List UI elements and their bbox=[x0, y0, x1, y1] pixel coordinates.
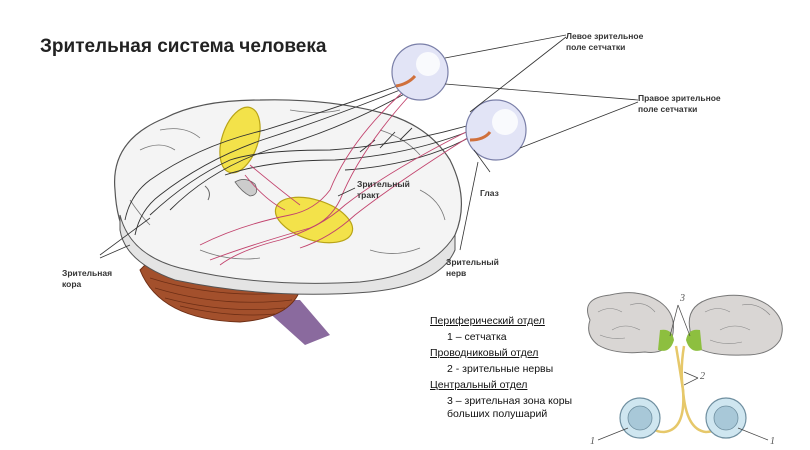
brain-slab bbox=[119, 214, 456, 295]
schematic-number-2: 2 bbox=[700, 371, 705, 382]
nerve-label-line2: нерв bbox=[446, 267, 467, 278]
right-field-label-line1: Правое зрительное bbox=[638, 93, 721, 103]
schematic-number-1-left: 1 bbox=[590, 436, 595, 447]
tract-label-line2: тракт bbox=[357, 189, 380, 200]
nerve-label-line1: Зрительный bbox=[446, 257, 499, 267]
legend-central-heading: Центральный отдел bbox=[430, 379, 528, 391]
cortex-label: Зрительная кора bbox=[62, 268, 112, 289]
ventricle bbox=[234, 179, 258, 197]
tract-label: Зрительный тракт bbox=[357, 179, 410, 200]
right-field-label: Правое зрительное поле сетчатки bbox=[638, 93, 721, 114]
legend-conductive-item: 2 - зрительные нервы bbox=[447, 363, 554, 375]
nerve-label: Зрительный нерв bbox=[446, 257, 499, 278]
legend-conductive-heading: Проводниковый отдел bbox=[430, 347, 539, 359]
left-field-label-line2: поле сетчатки bbox=[566, 41, 626, 52]
page-title: Зрительная система человека bbox=[40, 36, 327, 57]
right-hemisphere bbox=[688, 294, 783, 356]
legend-peripheral-item: 1 – сетчатка bbox=[447, 331, 507, 343]
legend-peripheral-heading: Периферический отдел bbox=[430, 315, 545, 327]
legend-central-item-2: больших полушарий bbox=[447, 408, 548, 420]
cortex-label-line2: кора bbox=[62, 278, 82, 289]
tract-label-line1: Зрительный bbox=[357, 179, 410, 189]
right-field-label-line2: поле сетчатки bbox=[638, 103, 698, 114]
cortex-label-line1: Зрительная bbox=[62, 268, 113, 278]
legend-central-item-1: 3 – зрительная зона коры bbox=[447, 395, 573, 407]
eye-label: Глаз bbox=[480, 188, 499, 198]
left-field-label: Левое зрительное поле сетчатки bbox=[566, 31, 643, 52]
left-field-label-line1: Левое зрительное bbox=[566, 31, 644, 41]
right-visual-zone bbox=[686, 329, 702, 351]
schematic-number-1-right: 1 bbox=[770, 436, 775, 447]
schematic-number-3: 3 bbox=[680, 293, 685, 304]
legend: Периферический отдел 1 – сетчатка Провод… bbox=[430, 313, 572, 421]
